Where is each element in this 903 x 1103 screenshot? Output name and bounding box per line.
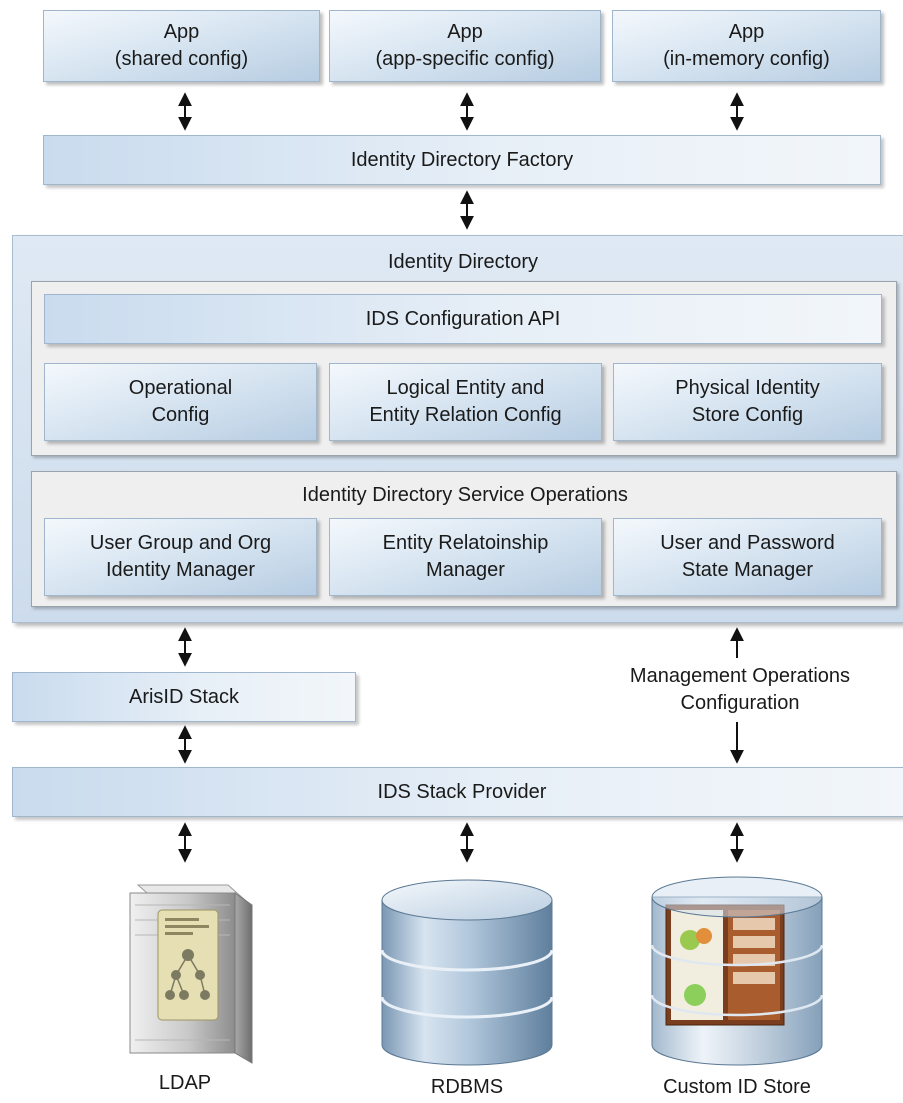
logical-entity-config-box: Logical Entity and Entity Relation Confi…: [329, 363, 602, 441]
user-password-state-manager-label: User and Password State Manager: [660, 532, 835, 581]
ids-configuration-api-label: IDS Configuration API: [365, 307, 561, 330]
entity-relationship-manager-box: Entity Relatoinship Manager: [329, 518, 602, 596]
ids-stack-provider-label: IDS Stack Provider: [377, 780, 547, 803]
ldap-label: LDAP: [158, 1072, 212, 1094]
ids-stack-provider-box: IDS Stack Provider: [12, 767, 903, 817]
service-operations-title: Identity Directory Service Operations: [302, 484, 628, 506]
app-in-memory-config-box: App (in-memory config): [612, 10, 881, 82]
identity-directory-factory-label: Identity Directory Factory: [350, 148, 574, 171]
ldap-server-icon: [129, 884, 253, 1064]
identity-directory-container: Identity Directory IDS Configuration API…: [12, 235, 903, 623]
entity-relationship-manager-label: Entity Relatoinship Manager: [382, 532, 549, 581]
app-in-memory-config-label: App (in-memory config): [663, 21, 830, 70]
custom-store-icon: [650, 876, 824, 1066]
arisid-stack-box: ArisID Stack: [12, 672, 356, 722]
management-operations-label: Management Operations Configuration: [629, 665, 851, 714]
app-app-specific-config-box: App (app-specific config): [329, 10, 601, 82]
rdbms-label: RDBMS: [430, 1076, 504, 1098]
connector-arrows: [178, 92, 744, 863]
ids-configuration-api-box: IDS Configuration API: [44, 294, 882, 344]
user-group-org-manager-label: User Group and Org Identity Manager: [89, 532, 272, 581]
user-group-org-manager-box: User Group and Org Identity Manager: [44, 518, 317, 596]
identity-directory-title: Identity Directory: [387, 251, 539, 273]
physical-identity-store-config-label: Physical Identity Store Config: [675, 377, 820, 426]
service-operations-panel: Identity Directory Service Operations Us…: [31, 471, 897, 607]
operational-config-label: Operational Config: [128, 377, 233, 426]
physical-identity-store-config-box: Physical Identity Store Config: [613, 363, 882, 441]
custom-id-store-label: Custom ID Store: [663, 1076, 811, 1098]
identity-directory-factory-box: Identity Directory Factory: [43, 135, 881, 185]
operational-config-box: Operational Config: [44, 363, 317, 441]
logical-entity-config-label: Logical Entity and Entity Relation Confi…: [369, 377, 562, 426]
database-icon: [380, 879, 554, 1066]
user-password-state-manager-box: User and Password State Manager: [613, 518, 882, 596]
app-shared-config-box: App (shared config): [43, 10, 320, 82]
app-shared-config-label: App (shared config): [114, 21, 249, 70]
ids-configuration-panel: IDS Configuration API Operational Config…: [31, 281, 897, 456]
arisid-stack-label: ArisID Stack: [128, 685, 240, 708]
app-app-specific-config-label: App (app-specific config): [375, 21, 555, 70]
